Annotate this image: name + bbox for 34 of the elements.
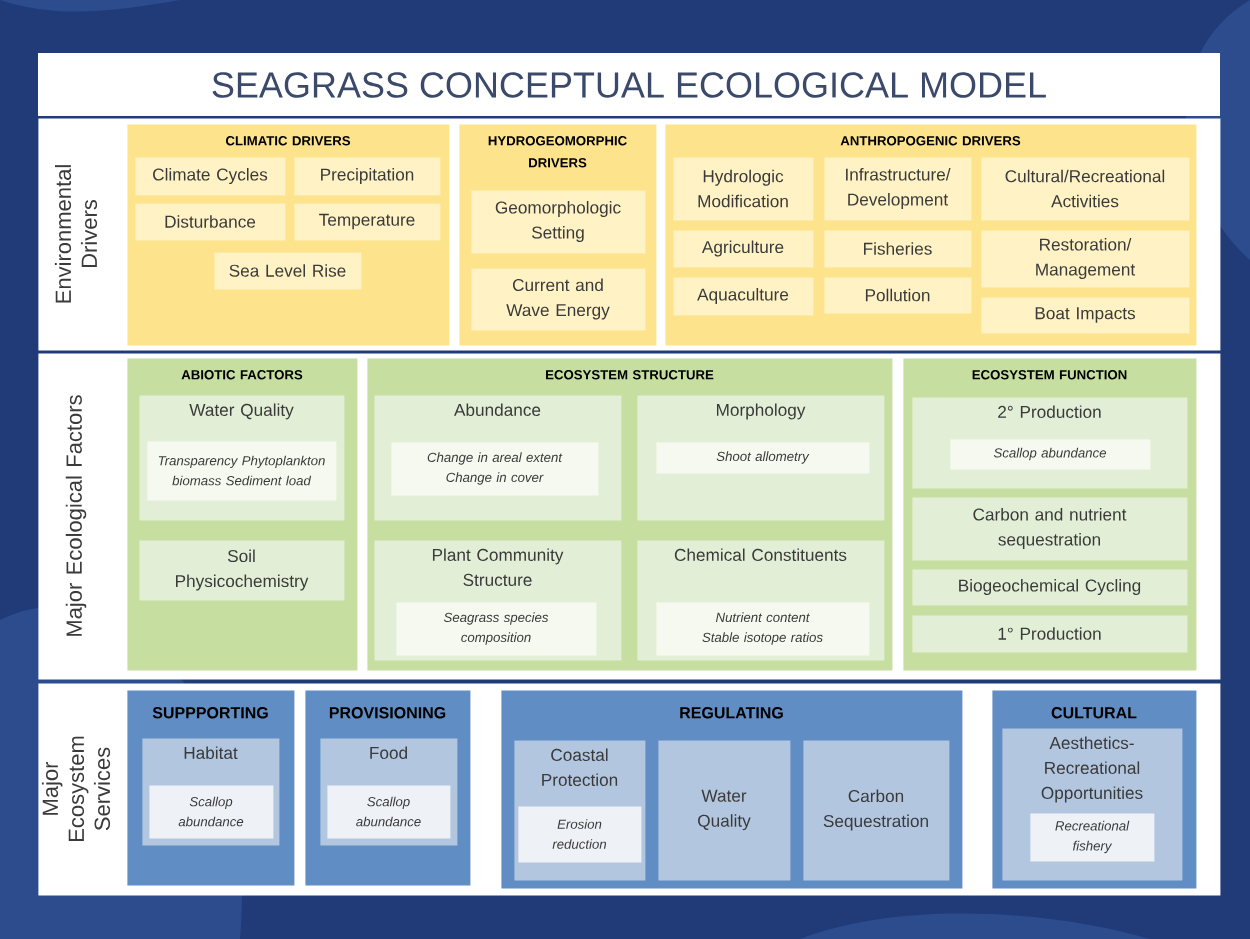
indicator-box: Shoot allometry xyxy=(656,442,870,474)
indicator-box: Recreational fishery xyxy=(1030,813,1155,862)
factor-box: Infrastructure/ Development xyxy=(824,157,972,221)
factor-box: Current and Wave Energy xyxy=(471,268,646,331)
indicator-box: Scallop abundance xyxy=(950,439,1151,470)
factor-box: Carbon and nutrient sequestration xyxy=(912,497,1188,561)
factor-box: Boat Impacts xyxy=(981,297,1190,334)
factor-box: Disturbance xyxy=(135,203,286,241)
factor-box: Agriculture xyxy=(673,230,814,268)
factor-box: Precipitation xyxy=(294,157,441,196)
indicator-box: Transparency Phytoplankton biomass Sediment load xyxy=(147,441,337,501)
indicator-box: Scallop abundance xyxy=(149,785,274,839)
factor-box: Soil Physicochemistry xyxy=(139,540,345,601)
factor-box: Restoration/ Management xyxy=(981,230,1190,288)
factor-box: Temperature xyxy=(294,203,441,241)
factor-box: Geomorphologic Setting xyxy=(471,190,646,254)
indicator-box: Scallop abundance xyxy=(327,785,451,839)
factor-box: Climate Cycles xyxy=(135,157,286,196)
factor-box: 1° Production xyxy=(912,615,1188,653)
factor-box: Pollution xyxy=(824,277,972,314)
indicator-box: Seagrass species composition xyxy=(396,602,597,656)
factor-box: Hydrologic Modification xyxy=(673,157,814,221)
indicator-box: Change in areal extent Change in cover xyxy=(391,442,599,496)
factor-box: Sea Level Rise xyxy=(214,252,362,290)
factor-box: Cultural/Recreational Activities xyxy=(981,157,1190,221)
factor-box: Water Quality xyxy=(658,740,791,881)
indicator-box: Nutrient content Stable isotope ratios xyxy=(656,602,870,656)
factor-box: Carbon Sequestration xyxy=(803,740,950,881)
factor-box: Fisheries xyxy=(824,230,972,268)
factor-box: Aquaculture xyxy=(673,277,814,316)
node-label: Environmental Drivers xyxy=(54,165,98,303)
title-banner: SEAGRASS CONCEPTUAL ECOLOGICAL MODEL xyxy=(38,53,1220,116)
factor-box: Biogeochemical Cycling xyxy=(912,569,1188,606)
indicator-box: Erosion reduction xyxy=(518,806,642,863)
